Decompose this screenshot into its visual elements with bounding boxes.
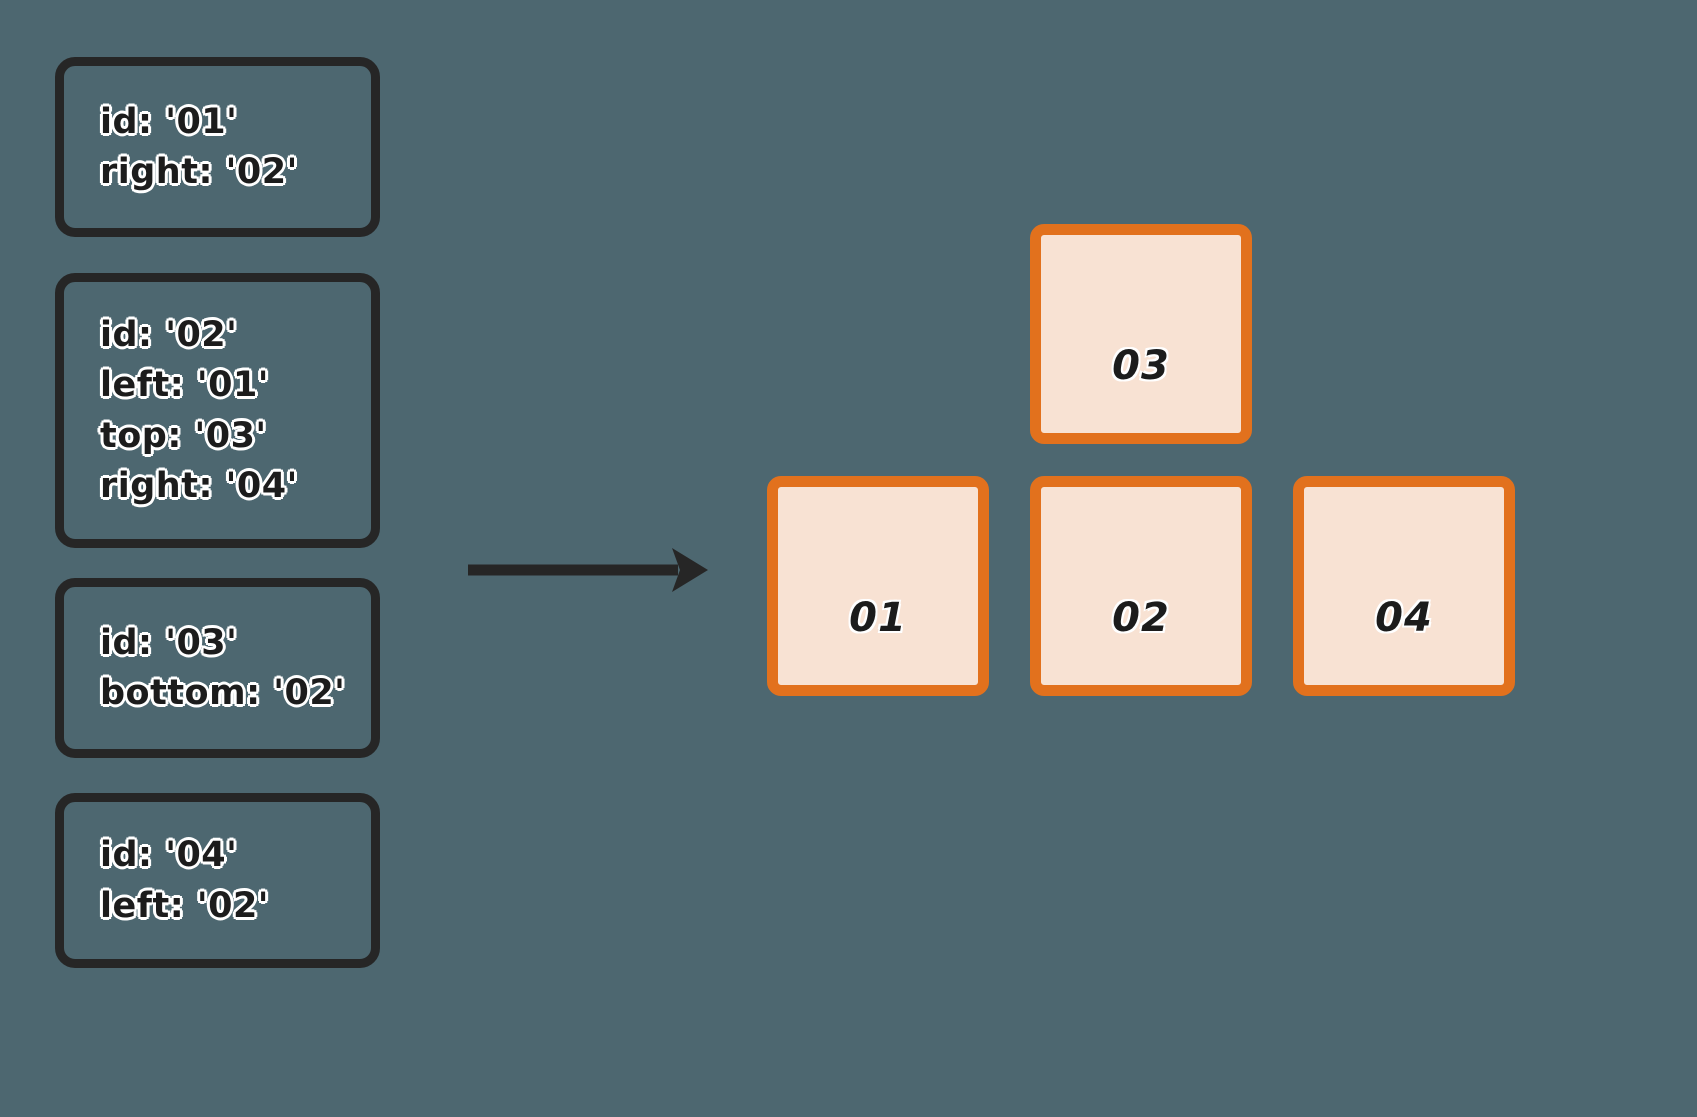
layout-tile-04[interactable]: 04 <box>1293 476 1515 696</box>
spec-box-node-03: id: '03' bottom: '02' <box>55 578 380 758</box>
spec-line-bottom: bottom: '02' <box>98 671 347 715</box>
spec-line-id: id: '03' <box>98 621 239 665</box>
layout-tile-02[interactable]: 02 <box>1030 476 1252 696</box>
layout-tile-01[interactable]: 01 <box>767 476 989 696</box>
tile-label: 01 <box>849 595 907 641</box>
spec-line-top: top: '03' <box>98 413 268 457</box>
spec-line-right: right: '02' <box>98 150 299 194</box>
arrow-right-icon <box>468 548 708 592</box>
tile-label: 02 <box>1112 595 1170 641</box>
layout-tile-03[interactable]: 03 <box>1030 224 1252 444</box>
spec-line-id: id: '01' <box>98 100 239 144</box>
spec-box-node-02: id: '02' left: '01' top: '03' right: '04… <box>55 273 380 548</box>
spec-line-left: left: '02' <box>98 883 271 927</box>
spec-box-node-01: id: '01' right: '02' <box>55 57 380 237</box>
tile-label: 03 <box>1112 343 1170 389</box>
spec-line-left: left: '01' <box>98 363 271 407</box>
spec-line-right: right: '04' <box>98 464 299 508</box>
tile-label: 04 <box>1375 595 1433 641</box>
spec-line-id: id: '04' <box>98 833 239 877</box>
spec-box-node-04: id: '04' left: '02' <box>55 793 380 968</box>
spec-line-id: id: '02' <box>98 313 239 357</box>
